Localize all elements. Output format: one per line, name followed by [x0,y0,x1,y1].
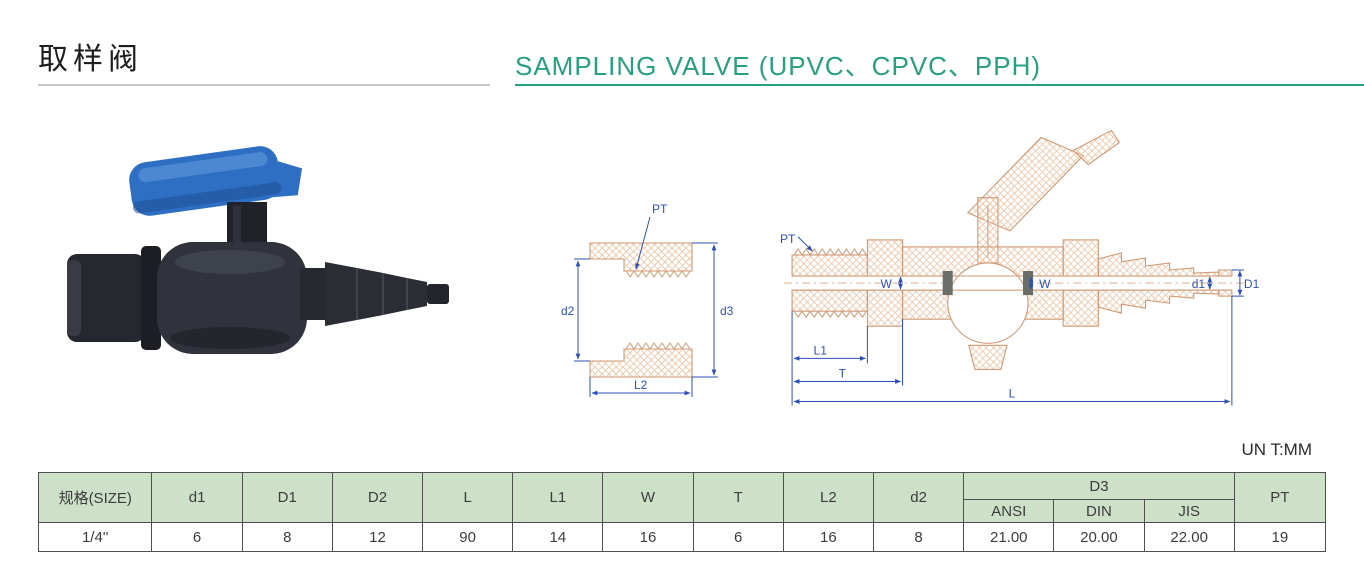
label-w-left: W [880,277,892,291]
cell-D1: 8 [241,522,333,552]
col-header-ansi: ANSI [963,499,1055,523]
dimension-d1: d1 [1192,276,1213,291]
col-header-T: T [692,472,784,523]
ball-section [947,262,1029,344]
label-t: T [839,366,847,380]
divider-teal [515,84,1364,86]
cell-din: 20.00 [1053,522,1145,552]
dimension-D1: D1 [1231,269,1260,297]
valve-body [157,242,326,354]
col-header-D1: D1 [241,472,333,523]
col-header-L: L [422,472,514,523]
socket-walls [589,242,693,378]
valve-section-drawing: PT W W d1 D1 L1 T [780,129,1260,406]
cell-W: 16 [602,522,694,552]
table-row: 1/4'' 6 8 12 90 14 16 6 16 8 21.00 20.00… [37,522,1327,552]
label-pt: PT [652,202,668,216]
dimension-t: T [793,319,904,386]
valve-photo [67,146,449,354]
cell-ansi: 21.00 [963,522,1055,552]
col-header-D2: D2 [331,472,424,523]
cell-PT: 19 [1233,522,1327,552]
col-header-L2: L2 [782,472,874,523]
spec-table: 规格(SIZE) d1 D1 D2 L L1 W T L2 d2 D3 PT A… [37,472,1327,552]
dimension-l: L [791,296,1233,406]
cell-d2: 8 [872,522,965,552]
bottom-stub [968,344,1008,370]
dimension-w-right: W [1028,276,1051,291]
label-d3: d3 [720,304,734,318]
threaded-end-section [791,248,868,319]
cell-size: 1/4'' [37,522,153,552]
dimension-d3: d3 [692,242,734,378]
page-title-chinese: 取样阀 [38,43,143,76]
barb-outlet-section [1097,252,1233,314]
page-title-english: SAMPLING VALVE (UPVC、CPVC、PPH) [515,51,1042,81]
col-header-jis: JIS [1143,499,1235,523]
divider-gray [38,84,490,86]
cell-L2: 16 [782,522,874,552]
ball-seat-left [942,271,953,296]
dimension-pt: PT [635,202,668,270]
label-l1: L1 [814,343,828,357]
dimension-w-left: W [880,276,903,291]
dimension-l1: L1 [791,311,868,386]
cell-jis: 22.00 [1143,522,1235,552]
label-l: L [1009,387,1016,401]
label-d1: d1 [1192,277,1206,291]
label-D1: D1 [1244,277,1260,291]
col-header-L1: L1 [512,472,604,523]
label-w-right: W [1039,277,1051,291]
valve-barb-outlet [325,262,449,326]
valve-left-cap [67,254,145,342]
label-l2: L2 [634,378,648,392]
label-d2: d2 [561,304,575,318]
col-header-D3: D3 [963,472,1235,500]
socket-section-drawing: PT d2 d3 L2 [561,202,734,397]
col-header-d1: d1 [151,472,243,523]
valve-handle [129,146,303,216]
dimension-d2: d2 [561,258,590,362]
cell-D2: 12 [331,522,424,552]
cell-d1: 6 [151,522,243,552]
dimension-l2: L2 [589,377,693,397]
label-pt: PT [780,232,796,246]
col-header-d2: d2 [872,472,965,523]
valve-collar [141,246,161,350]
cell-L: 90 [422,522,514,552]
col-header-din: DIN [1053,499,1145,523]
body-section [866,239,1099,370]
ball-seat-right [1023,271,1034,296]
cell-T: 6 [692,522,784,552]
col-header-W: W [602,472,694,523]
dimension-pt: PT [780,232,813,252]
unit-note: UN T:MM [1241,440,1312,459]
col-header-size: 规格(SIZE) [37,472,153,523]
col-header-PT: PT [1233,472,1327,523]
cell-L1: 14 [512,522,604,552]
